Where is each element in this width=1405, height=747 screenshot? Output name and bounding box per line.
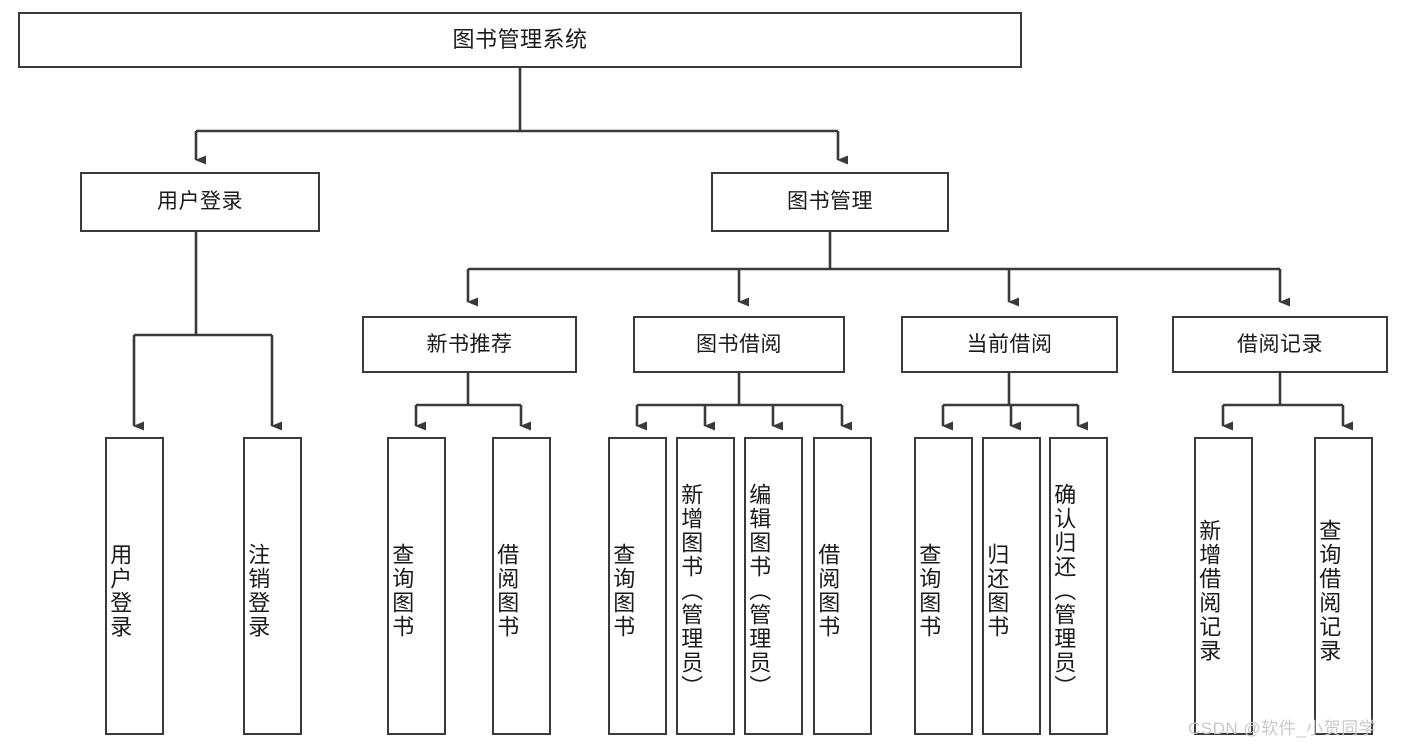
leaf-query-borrow-record[interactable]: 查询借阅记录 — [1314, 437, 1373, 735]
node-label: 借阅记录 — [1237, 332, 1323, 356]
leaf-add-borrow-record[interactable]: 新增借阅记录 — [1194, 437, 1253, 735]
node-label: 查询借阅记录 — [1316, 519, 1342, 663]
node-label: 用户登录 — [157, 190, 243, 214]
node-label: 新增借阅记录 — [1196, 519, 1222, 663]
leaf-borrow-book-1[interactable]: 借阅图书 — [492, 437, 551, 735]
leaf-query-book-2[interactable]: 查询图书 — [608, 437, 667, 735]
node-label: 查询图书 — [389, 543, 415, 639]
node-label: 图书管理 — [787, 190, 873, 214]
node-label: 查询图书 — [610, 543, 636, 639]
leaf-edit-book-admin[interactable]: 编辑图书（管理员） — [744, 437, 803, 735]
node-label: 注销登录 — [245, 543, 271, 639]
node-user-login[interactable]: 用户登录 — [80, 172, 320, 232]
node-label: 借阅图书 — [815, 543, 841, 639]
node-label: 图书管理系统 — [452, 26, 588, 52]
leaf-logout[interactable]: 注销登录 — [243, 437, 302, 735]
node-label: 新增图书（管理员） — [678, 483, 704, 699]
node-label: 新书推荐 — [426, 332, 513, 356]
node-label: 归还图书 — [984, 543, 1010, 639]
leaf-confirm-return-admin[interactable]: 确认归还（管理员） — [1049, 437, 1108, 735]
node-label: 图书借阅 — [696, 332, 782, 356]
node-label: 确认归还（管理员） — [1051, 483, 1077, 699]
node-book-management[interactable]: 图书管理 — [711, 172, 949, 232]
node-current-borrowing[interactable]: 当前借阅 — [901, 316, 1118, 373]
csdn-watermark: CSDN @软件_小贺同学 — [1188, 719, 1377, 738]
node-label: 当前借阅 — [966, 332, 1053, 356]
leaf-borrow-book-2[interactable]: 借阅图书 — [813, 437, 872, 735]
node-book-borrowing[interactable]: 图书借阅 — [633, 316, 845, 373]
node-new-book-recommendation[interactable]: 新书推荐 — [362, 316, 577, 373]
node-label: 用户登录 — [107, 543, 133, 639]
leaf-query-book-1[interactable]: 查询图书 — [387, 437, 446, 735]
node-label: 借阅图书 — [494, 543, 520, 639]
leaf-query-book-3[interactable]: 查询图书 — [914, 437, 973, 735]
node-label: 编辑图书（管理员） — [746, 483, 772, 699]
node-root-book-management-system[interactable]: 图书管理系统 — [18, 12, 1022, 68]
leaf-return-book[interactable]: 归还图书 — [982, 437, 1041, 735]
leaf-add-book-admin[interactable]: 新增图书（管理员） — [676, 437, 735, 735]
node-borrowing-record[interactable]: 借阅记录 — [1172, 316, 1388, 373]
leaf-user-login[interactable]: 用户登录 — [105, 437, 164, 735]
node-label: 查询图书 — [916, 543, 942, 639]
